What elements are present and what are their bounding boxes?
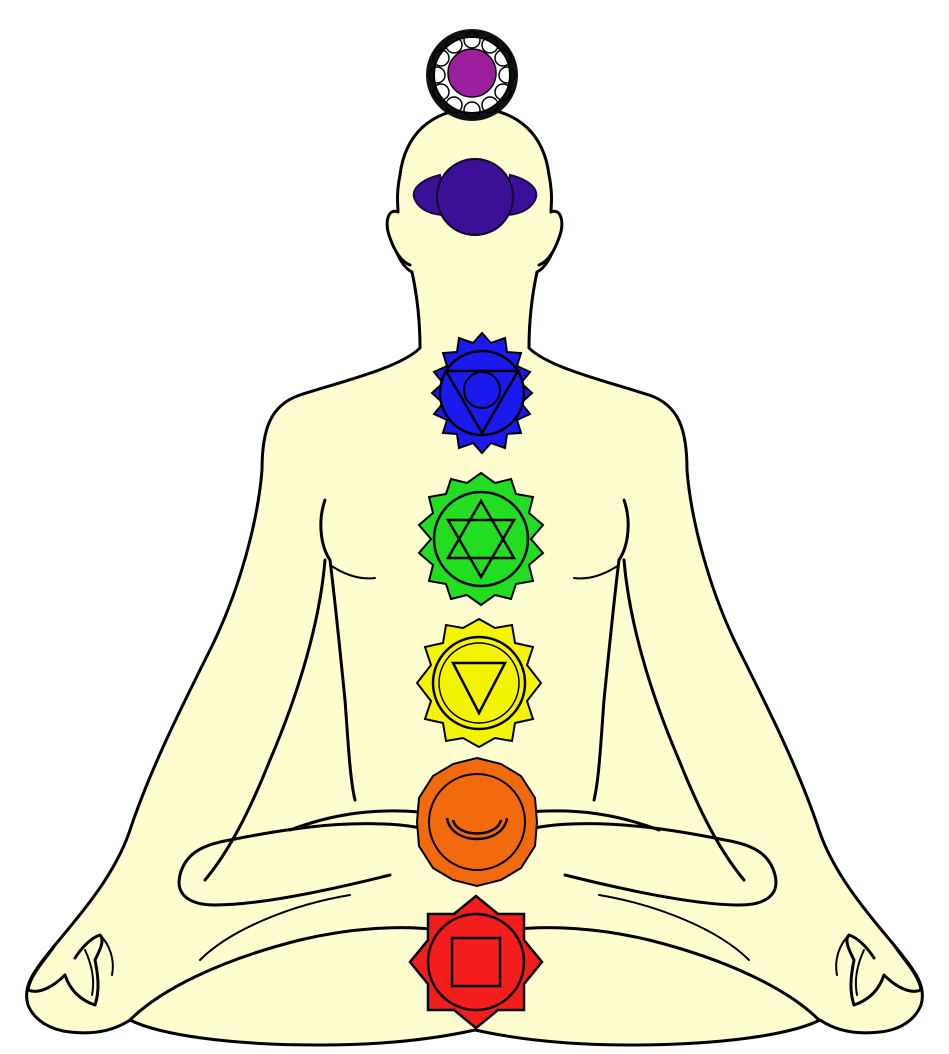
right-ear [537,209,564,267]
heart-chakra[interactable] [417,471,545,607]
lap-curve [288,809,422,832]
right-torso-line [592,498,630,802]
sacral-crescent [445,817,509,841]
right-shin [507,926,821,1022]
left-ear [385,209,412,267]
heart-hexagram [445,498,517,580]
left-knee [177,873,392,907]
left-fingers [84,934,114,996]
right-knee [563,873,778,907]
left-arm-inner [203,558,327,882]
left-chest-line [329,564,376,580]
left-shin [128,926,442,1022]
throat-inner-circle [463,371,501,409]
third-eye-chakra[interactable] [412,158,538,236]
right-arm-inner [622,558,746,882]
left-shin-inner [199,894,351,961]
sacral-chakra[interactable] [415,756,539,888]
throat-chakra[interactable] [430,331,534,455]
root-square [450,936,502,988]
left-torso-line [319,498,357,802]
crown-chakra-center [447,48,497,98]
lap-curve-right [527,809,661,832]
crown-lotus-petals [428,31,516,119]
right-shin-inner [598,894,750,961]
right-fingers [835,934,865,996]
crown-chakra[interactable] [426,29,518,121]
right-chest-line [573,564,620,580]
solar-plexus-chakra[interactable] [415,617,543,749]
solar-plexus-triangle [450,661,508,716]
root-chakra[interactable] [408,894,544,1030]
